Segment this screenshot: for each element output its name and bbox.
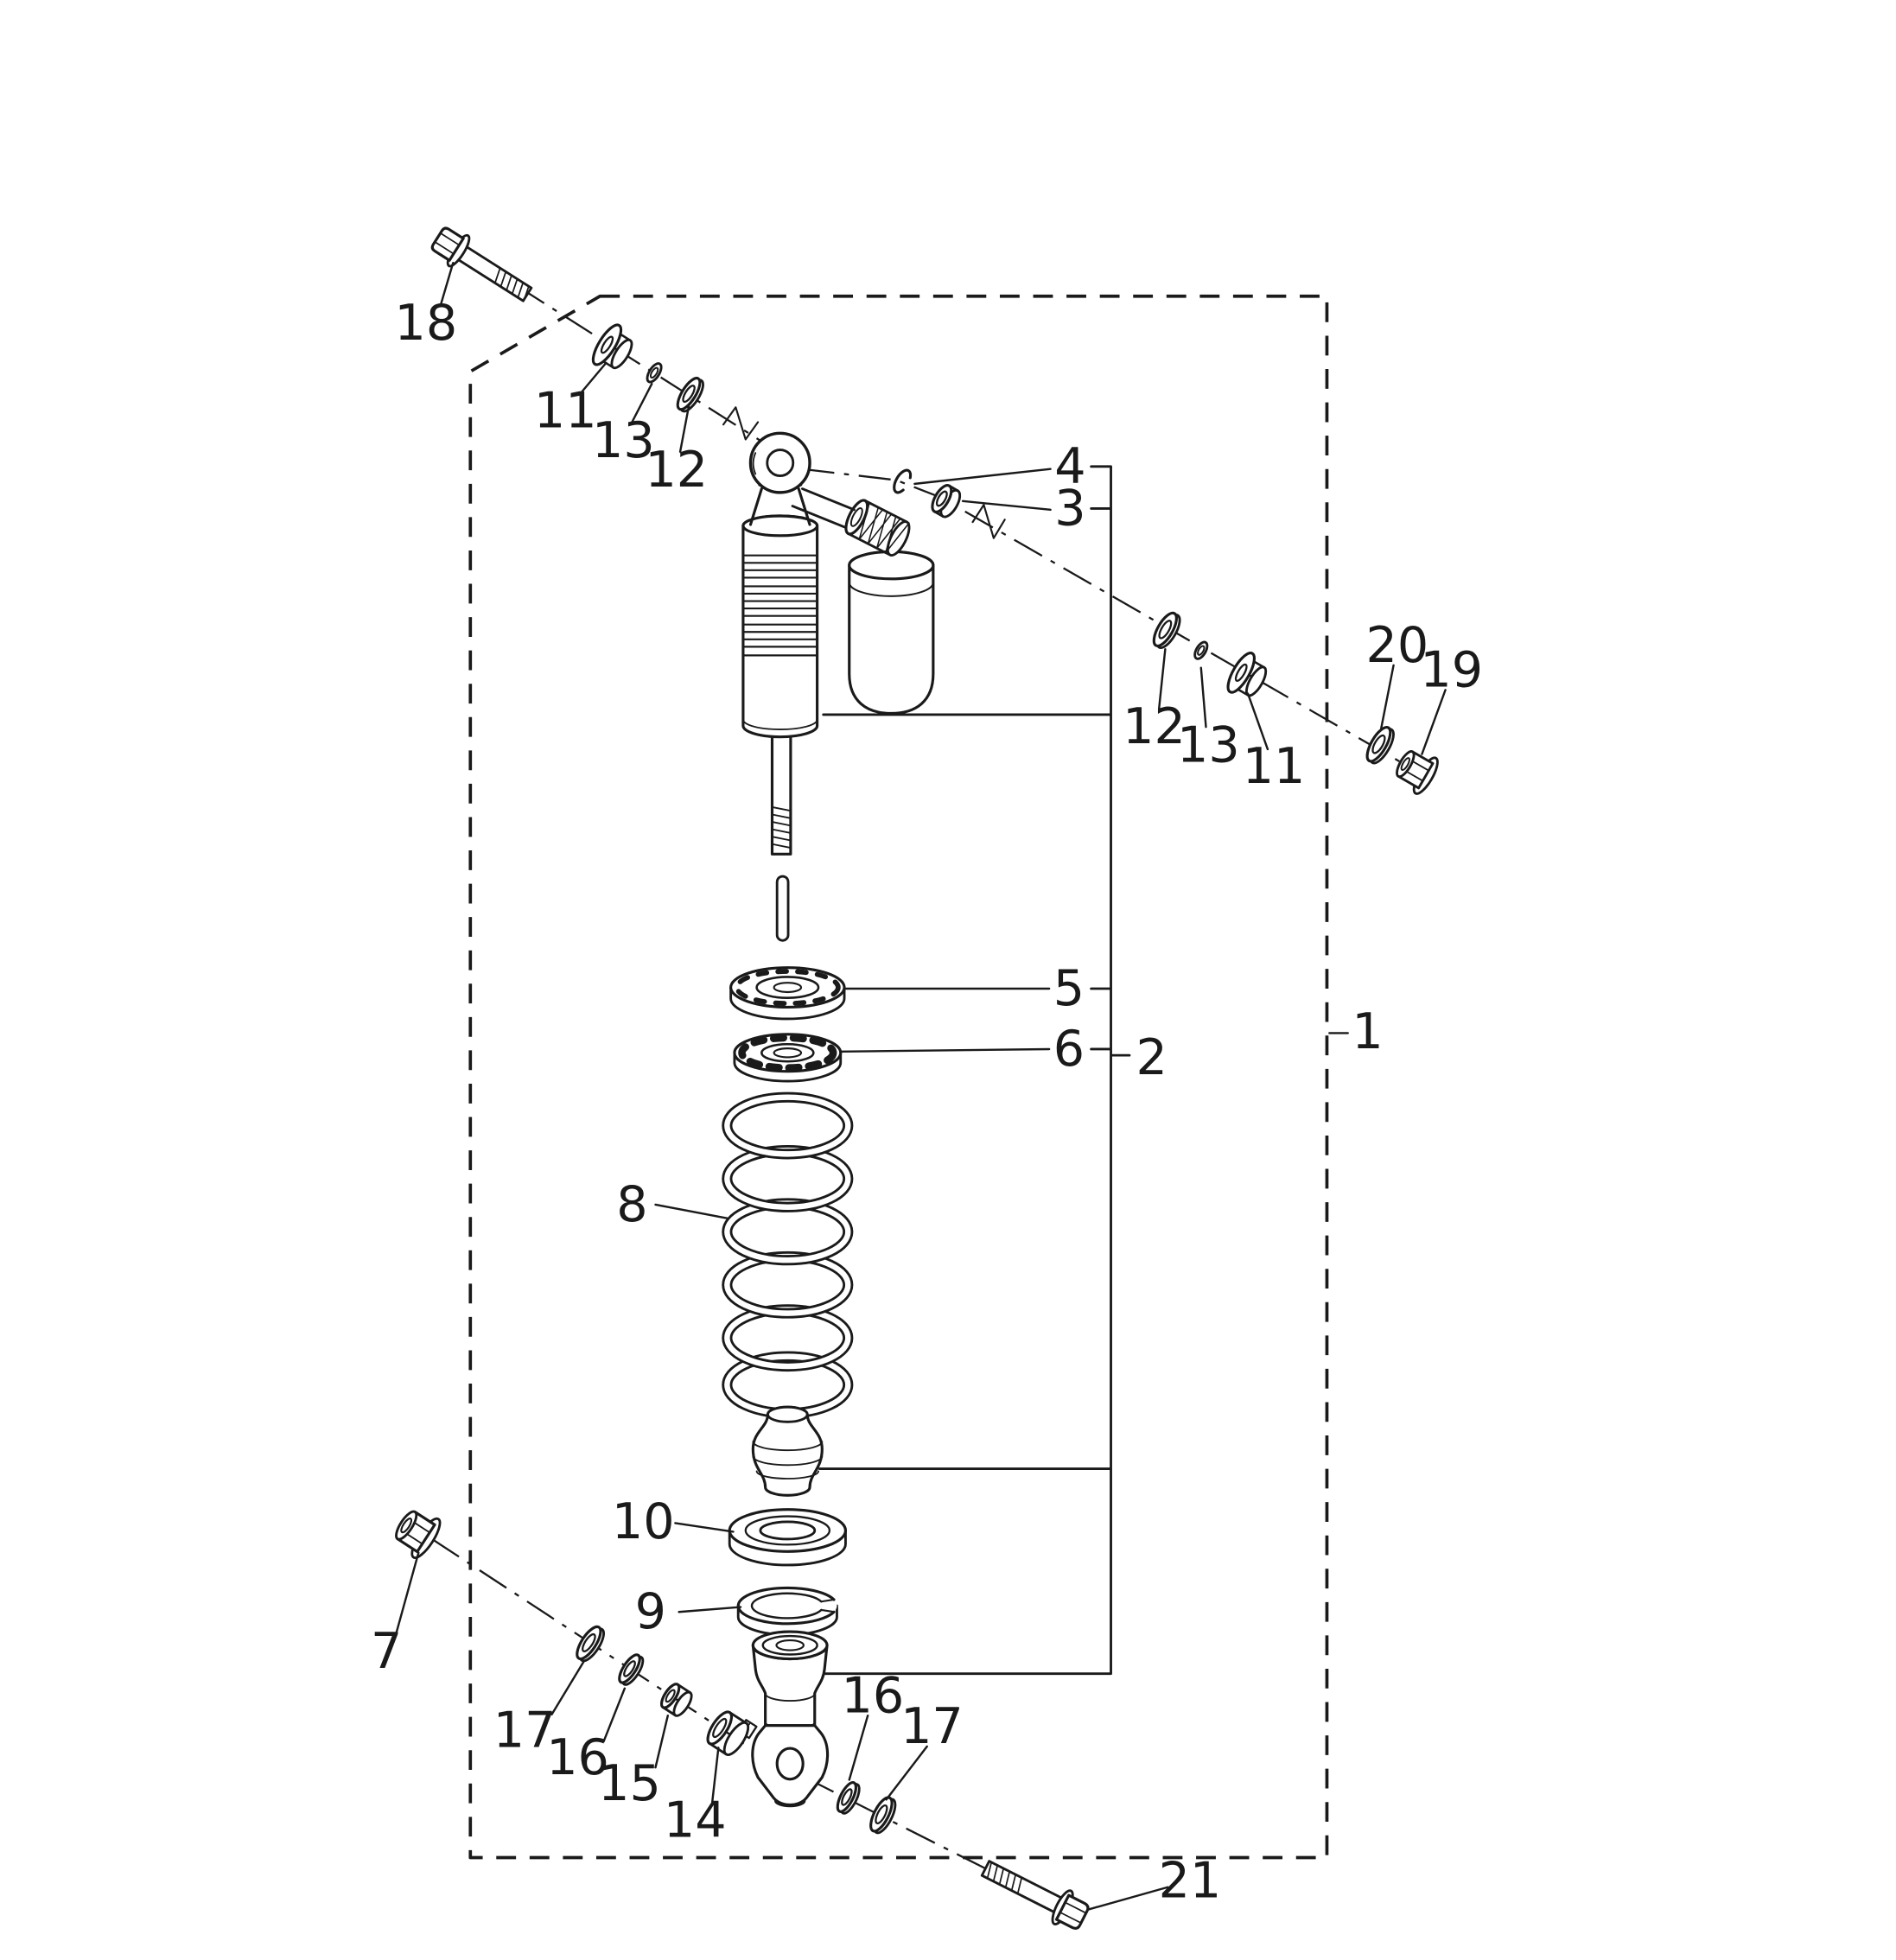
callout-3: 3 [1054, 480, 1085, 537]
spacer-collar [659, 1683, 693, 1717]
assembly-bracket-lines [818, 465, 1131, 1676]
callout-17a: 17 [493, 1702, 557, 1759]
bump-stop [751, 1405, 824, 1497]
damper-rod [770, 714, 792, 856]
callout-5: 5 [1053, 960, 1085, 1017]
washer-lower-left [576, 1625, 605, 1663]
callout-17b: 17 [900, 1698, 964, 1755]
piggyback-reservoir [848, 550, 935, 716]
callout-15: 15 [598, 1755, 661, 1812]
callout-18: 18 [395, 295, 458, 352]
pivot-bushing [706, 1710, 750, 1756]
reservoir-bridge [791, 487, 856, 529]
flange-nut-lower [395, 1510, 442, 1560]
callout-16b: 16 [842, 1667, 905, 1724]
spring-adjuster-ring [729, 966, 846, 1021]
callout-21: 21 [1159, 1853, 1222, 1910]
washer-lower-right [869, 1796, 897, 1835]
adjuster-knob [844, 499, 911, 557]
upper-bushing [931, 484, 962, 519]
upper-bolt-axis-right [802, 468, 1433, 781]
callout-16a: 16 [546, 1729, 609, 1786]
callout-9: 9 [635, 1583, 666, 1640]
adjuster-pin [775, 875, 790, 942]
callout-14: 14 [664, 1792, 727, 1849]
callout-1: 1 [1352, 1003, 1383, 1060]
spring-seat-lower [736, 1586, 838, 1637]
lower-mount-bolt [980, 1860, 1090, 1930]
callout-19: 19 [1420, 642, 1483, 699]
o-ring-left [646, 362, 663, 384]
upper-mount-bolt [430, 226, 533, 302]
spring-seat-upper [728, 1508, 848, 1567]
spring-lock-ring [733, 1033, 843, 1083]
upper-collar-right [1226, 652, 1268, 697]
washer-upper-left [676, 376, 704, 413]
callout-6: 6 [1053, 1021, 1085, 1078]
plain-washer [1365, 725, 1395, 765]
flange-nut-upper [1396, 750, 1439, 795]
coil-spring [722, 1091, 854, 1419]
callout-12a: 12 [645, 442, 708, 499]
callout-12b: 12 [1123, 698, 1186, 755]
leader-lines [395, 261, 1447, 1911]
seal-washer-left [618, 1653, 645, 1686]
axis-break-marks [722, 406, 1006, 539]
seal-washer-right [836, 1781, 861, 1815]
callout-11a: 11 [534, 383, 597, 440]
upper-mount-eye [748, 431, 811, 526]
assembly-boundary-box [468, 294, 1329, 1860]
washer-upper-right [1152, 611, 1181, 649]
callout-8: 8 [616, 1176, 647, 1233]
callout-13b: 13 [1177, 717, 1240, 774]
stopper-ring [893, 468, 913, 494]
callout-11b: 11 [1243, 738, 1306, 795]
callout-4: 4 [1054, 438, 1085, 495]
lower-bolt-axis-left [431, 1538, 810, 1787]
callout-13a: 13 [592, 412, 655, 469]
callout-20: 20 [1366, 617, 1429, 674]
lower-mount-clevis [737, 1630, 830, 1808]
upper-collar-left [591, 323, 633, 370]
callout-7: 7 [371, 1623, 402, 1680]
o-ring-right [1193, 640, 1209, 660]
callout-2: 2 [1136, 1029, 1167, 1086]
callout-labels: 18 11 13 12 4 3 20 19 12 13 11 5 6 2 1 8… [371, 295, 1483, 1909]
shock-body [741, 514, 819, 739]
callout-10: 10 [612, 1493, 675, 1550]
